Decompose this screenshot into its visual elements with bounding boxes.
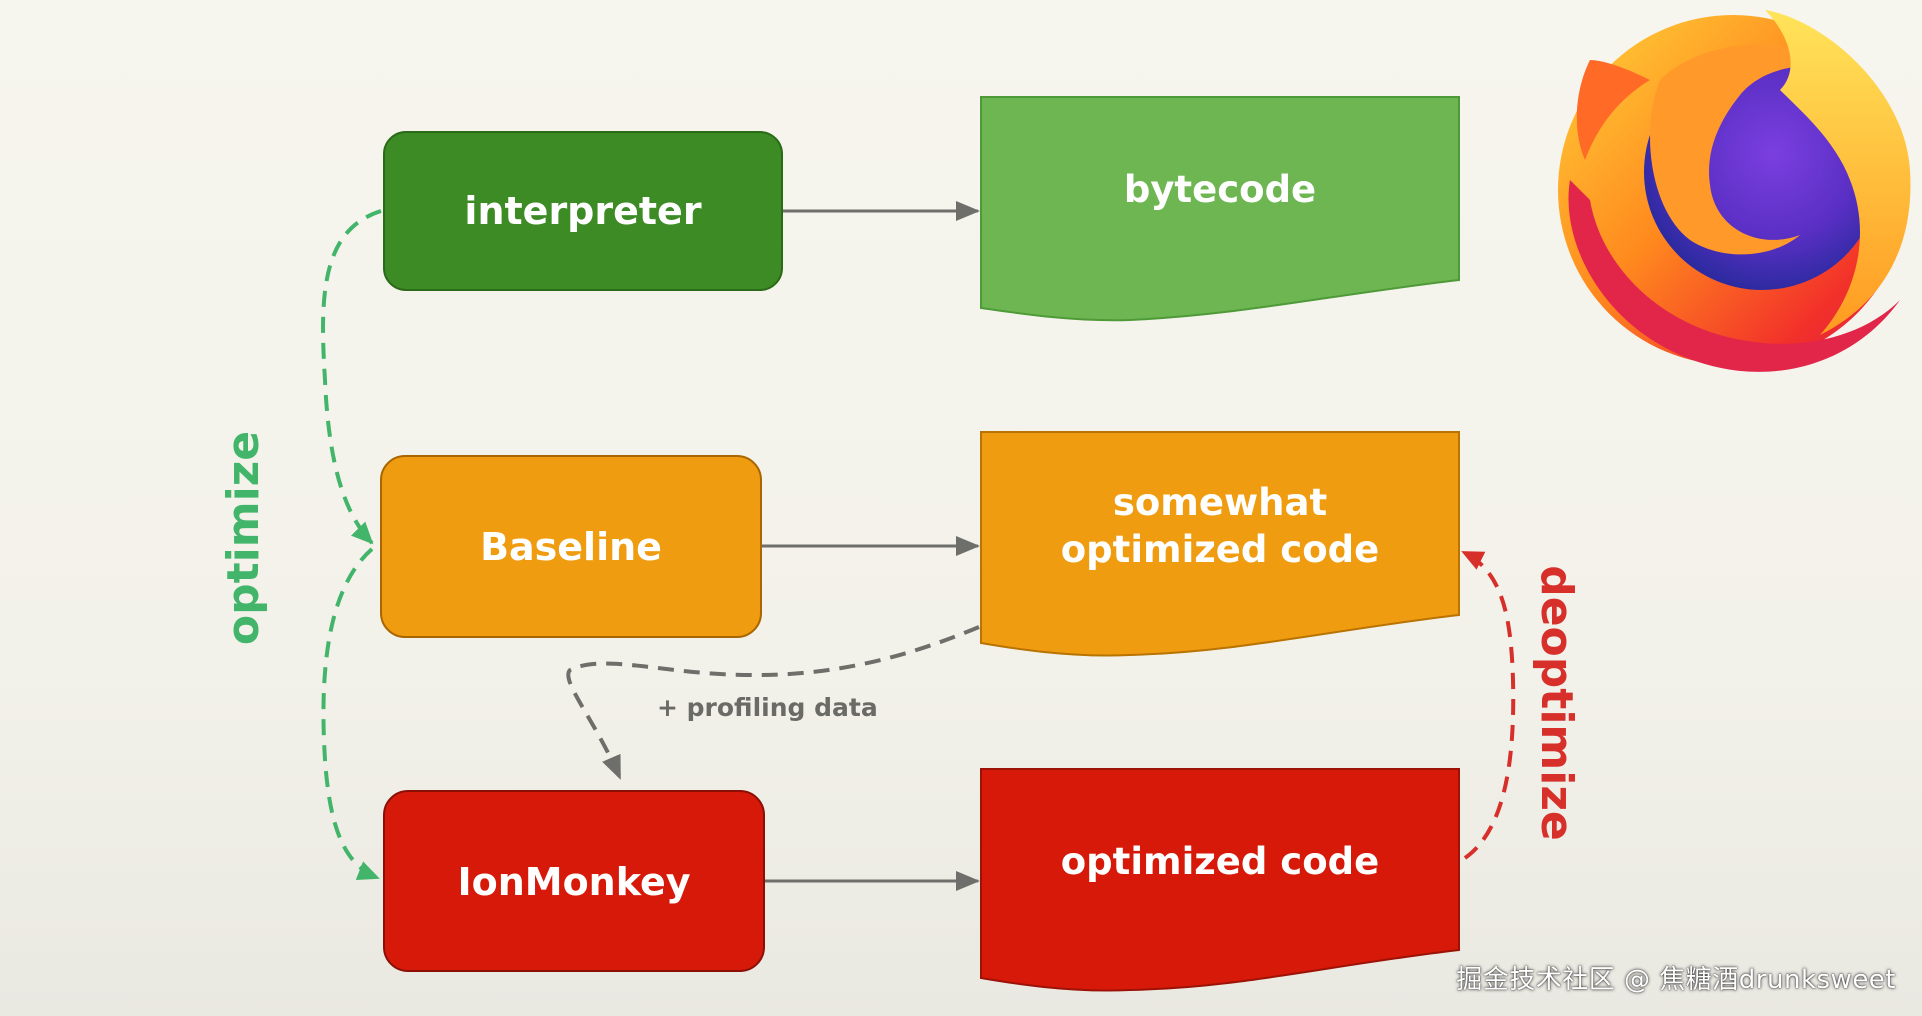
baseline-box: Baseline xyxy=(380,455,762,638)
bytecode-document: bytecode xyxy=(980,96,1460,322)
optimized-label: optimized code xyxy=(1061,840,1379,883)
watermark-text: 掘金技术社区 @ 焦糖酒drunksweet xyxy=(1456,965,1896,995)
bytecode-label: bytecode xyxy=(1124,168,1316,211)
interpreter-label: interpreter xyxy=(464,189,701,233)
profiling-data-label: + profiling data xyxy=(657,693,878,722)
ionmonkey-box: IonMonkey xyxy=(383,790,765,972)
somewhat-optimized-document: somewhat optimized code xyxy=(980,431,1460,657)
deoptimize-arrow xyxy=(1461,550,1516,860)
ionmonkey-label: IonMonkey xyxy=(457,860,690,904)
deoptimize-label: deoptimize xyxy=(1531,565,1582,841)
optimize-arrow-interpreter-to-baseline xyxy=(321,209,382,545)
optimize-arrow-baseline-to-ionmonkey xyxy=(321,547,380,880)
optimized-document: optimized code xyxy=(980,768,1460,992)
interpreter-box: interpreter xyxy=(383,131,783,291)
somewhat-label-line1: somewhat xyxy=(1113,481,1327,524)
firefox-logo-icon xyxy=(1558,10,1911,372)
optimize-label: optimize xyxy=(218,431,269,645)
somewhat-label-line2: optimized code xyxy=(1061,528,1379,571)
baseline-label: Baseline xyxy=(480,525,662,569)
profiling-data-arrow xyxy=(566,625,980,780)
